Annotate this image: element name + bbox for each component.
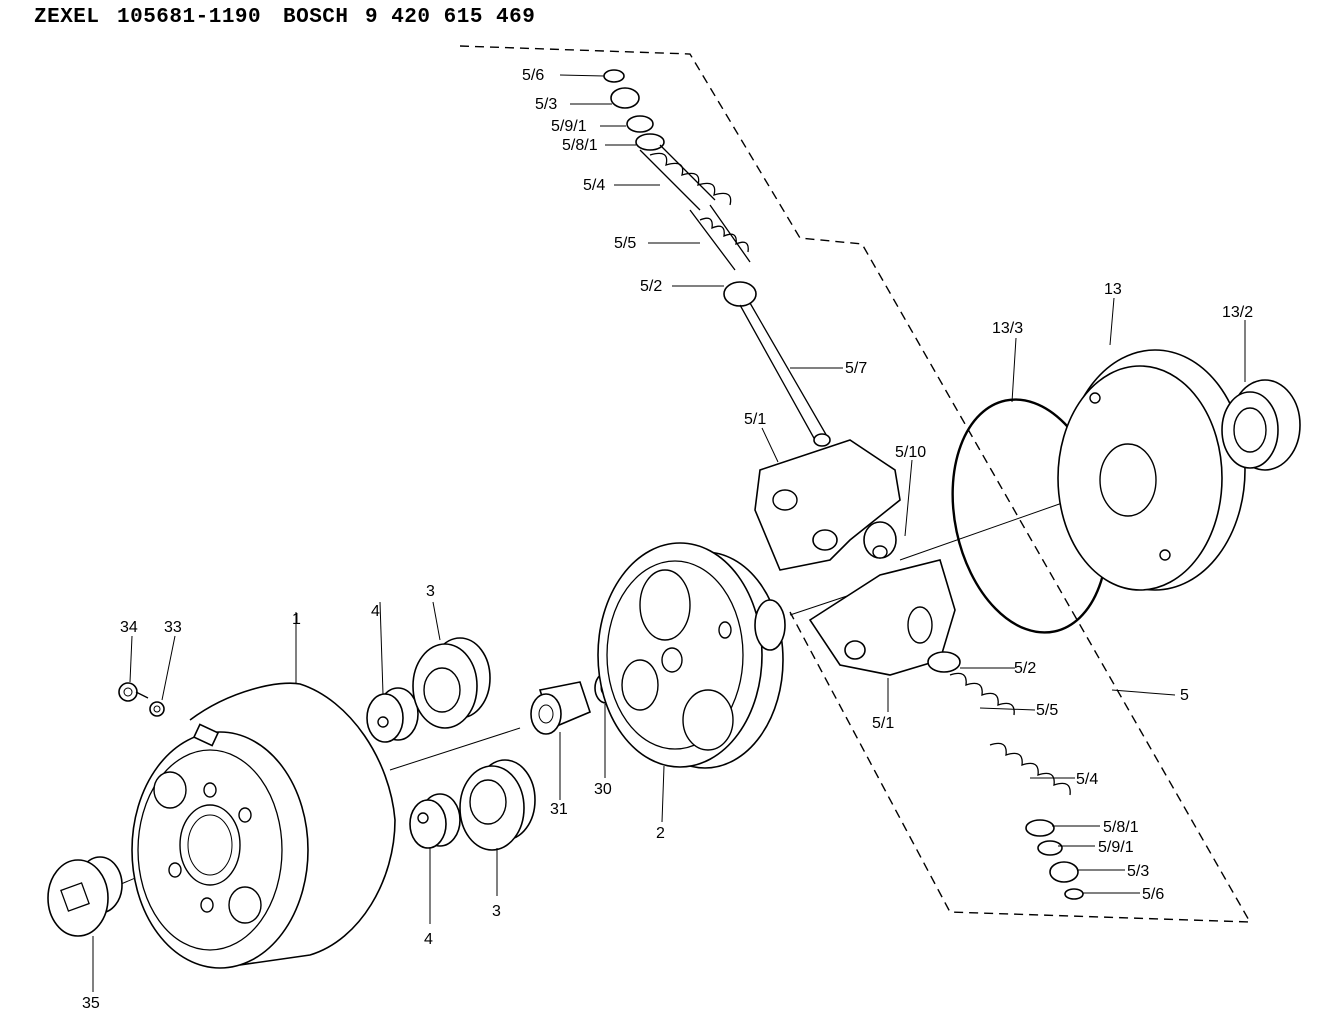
part-31-nut [530,681,591,735]
upper-spring-assembly [603,69,831,447]
label-3-bottom: 3 [492,903,501,920]
label-5-9-1-top: 5/9/1 [551,118,587,135]
axis-line [389,727,521,771]
label-4-bottom: 4 [424,931,433,948]
label-5-10: 5/10 [895,444,926,461]
header-brand-bosch: BOSCH [283,6,349,29]
part-3-cup-top [412,637,491,729]
lower-spring-assembly [927,651,1084,900]
group-5-boundary [459,45,1252,923]
label-5-4-bottom: 5/4 [1076,771,1098,788]
label-5-2-bottom: 5/2 [1014,660,1036,677]
label-4-top: 4 [371,603,380,620]
axis-line [899,494,1086,561]
label-33: 33 [164,619,182,636]
part-3-cup-bottom [459,759,536,851]
part-4-roller-top [366,687,419,743]
label-5-5-top: 5/5 [614,235,636,252]
label-3-top: 3 [426,583,435,600]
part-35-plug [47,856,123,937]
label-13-2: 13/2 [1222,304,1253,321]
label-2: 2 [656,825,665,842]
part-13-cover [1057,349,1246,591]
label-30: 30 [594,781,612,798]
label-5-2-top: 5/2 [640,278,662,295]
label-5: 5 [1180,687,1189,704]
header-part-zexel: 105681-1190 [117,6,262,29]
part-13-2-seal [1221,379,1301,471]
part-5-1-upper-block [754,439,901,571]
label-1: 1 [292,611,301,628]
label-5-3-top: 5/3 [535,96,557,113]
label-5-7: 5/7 [845,360,867,377]
label-5-6-bottom: 5/6 [1142,886,1164,903]
label-5-8-1-bottom: 5/8/1 [1103,819,1139,836]
label-5-4-top: 5/4 [583,177,605,194]
part-4-roller-bottom [409,793,461,849]
label-34: 34 [120,619,138,636]
label-35: 35 [82,995,100,1012]
part-5-10 [863,521,897,559]
leader-lines [92,74,1246,992]
label-5-6-top: 5/6 [522,67,544,84]
part-5-1-lower-block [808,559,956,676]
part-1-housing [131,682,396,969]
label-31: 31 [550,801,568,818]
label-13-3: 13/3 [992,320,1023,337]
header-brand-zexel: ZEXEL [34,6,100,29]
label-5-8-1-top: 5/8/1 [562,137,598,154]
label-5-1-bottom: 5/1 [872,715,894,732]
header-part-bosch: 9 420 615 469 [365,6,536,29]
part-33-washer [149,701,165,717]
label-5-1-top: 5/1 [744,411,766,428]
part-34-screw [118,682,149,702]
label-5-3-bottom: 5/3 [1127,863,1149,880]
label-5-5-bottom: 5/5 [1036,702,1058,719]
label-5-9-1-bottom: 5/9/1 [1098,839,1134,856]
label-13: 13 [1104,281,1122,298]
part-2-cam-plate [597,542,786,769]
